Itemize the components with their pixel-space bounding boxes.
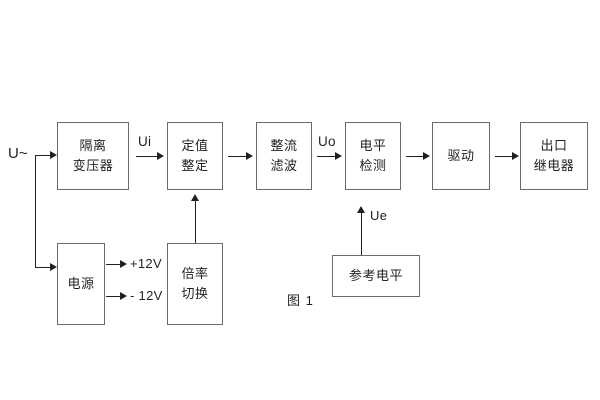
signal-label-ui: Ui [138, 134, 152, 149]
block-rectify-filter-line2: 滤波 [270, 158, 298, 173]
arrow-multiplier-to-setting [190, 194, 199, 201]
signal-label-ue: Ue [370, 208, 388, 223]
block-rectify-filter-line1: 整流 [270, 137, 298, 153]
block-isolation-transformer[interactable]: 隔离 变压器 [57, 122, 129, 190]
arrow-rail-negative [120, 291, 127, 300]
arrow-into-power-supply [50, 262, 57, 271]
arrow-driver-to-relay [512, 151, 519, 160]
block-level-detect-line2: 检测 [359, 158, 387, 173]
arrow-rectify-to-level [335, 151, 342, 160]
block-multiplier-switch-line2: 切换 [181, 286, 209, 301]
link-rectify-to-level [317, 155, 338, 157]
figure-caption: 图 1 [287, 293, 314, 308]
arrow-reference-to-level [356, 206, 365, 213]
block-level-detect-line1: 电平 [359, 137, 387, 153]
input-branch-vertical [35, 154, 37, 268]
input-feeder-segment [35, 154, 52, 156]
input-to-power-segment [35, 266, 52, 268]
block-level-detect[interactable]: 电平 检测 [345, 122, 401, 190]
arrow-transformer-to-setting [157, 151, 164, 160]
block-driver-line1: 驱动 [447, 147, 475, 163]
block-isolation-transformer-line1: 隔离 [79, 137, 107, 153]
link-reference-to-level [360, 212, 362, 255]
arrow-rail-positive [120, 259, 127, 268]
link-setting-to-rectify [228, 155, 249, 157]
block-multiplier-switch[interactable]: 倍率 切换 [167, 243, 223, 325]
block-rectify-filter[interactable]: 整流 滤波 [256, 122, 312, 190]
block-setting-value-line2: 整定 [181, 158, 209, 173]
link-multiplier-to-setting [194, 200, 196, 243]
rail-positive-line [106, 263, 122, 265]
rail-positive-label: +12V [130, 256, 162, 271]
block-multiplier-switch-line1: 倍率 [181, 265, 209, 281]
link-transformer-to-setting [136, 155, 159, 157]
arrow-level-to-driver [423, 151, 430, 160]
block-setting-value[interactable]: 定值 整定 [167, 122, 223, 190]
block-power-supply-line1: 电源 [67, 275, 95, 291]
arrow-into-isolation-transformer [50, 150, 57, 159]
block-output-relay-line2: 继电器 [533, 158, 575, 173]
signal-label-uo: Uo [318, 134, 336, 149]
block-power-supply[interactable]: 电源 [57, 243, 105, 325]
block-output-relay-line1: 出口 [540, 137, 568, 153]
block-setting-value-line1: 定值 [181, 137, 209, 153]
arrow-setting-to-rectify [246, 151, 253, 160]
link-driver-to-relay [495, 155, 515, 157]
block-reference-level[interactable]: 参考电平 [332, 255, 420, 297]
block-reference-level-line1: 参考电平 [348, 267, 403, 283]
block-driver[interactable]: 驱动 [432, 122, 490, 190]
block-output-relay[interactable]: 出口 继电器 [520, 122, 588, 190]
block-isolation-transformer-line2: 变压器 [72, 158, 114, 173]
input-voltage-label: U~ [8, 145, 28, 162]
rail-negative-line [106, 295, 122, 297]
rail-negative-label: - 12V [130, 288, 163, 303]
link-level-to-driver [406, 155, 426, 157]
